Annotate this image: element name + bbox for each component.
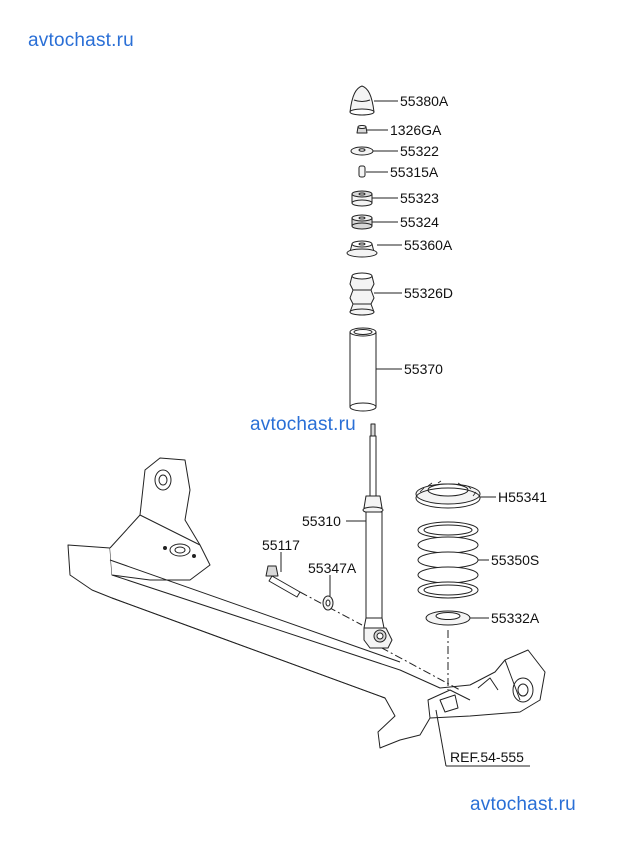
part-55332A-shape xyxy=(425,610,471,626)
label-H55341[interactable]: H55341 xyxy=(498,489,548,505)
reference-link[interactable]: REF.54-555 xyxy=(450,749,524,765)
label-55322[interactable]: 55322 xyxy=(400,143,439,159)
label-55370[interactable]: 55370 xyxy=(404,361,443,377)
part-55323-shape xyxy=(351,190,373,207)
part-55347A-shape xyxy=(322,595,334,611)
part-55326D-shape xyxy=(349,272,375,316)
part-55322-shape xyxy=(350,146,374,156)
leader-lines xyxy=(280,100,530,767)
part-55380A-shape xyxy=(349,85,375,116)
watermark-bottom-right: avtochast.ru xyxy=(470,794,576,815)
watermark-top-left: avtochast.ru xyxy=(28,30,134,51)
part-55370-shape xyxy=(349,327,377,412)
part-55117-shape xyxy=(265,565,301,598)
part-H55341-shape xyxy=(415,480,481,509)
label-55360A[interactable]: 55360A xyxy=(404,237,453,253)
label-55332A[interactable]: 55332A xyxy=(491,610,540,626)
label-55117[interactable]: 55117 xyxy=(262,537,300,553)
label-55315A[interactable]: 55315A xyxy=(390,164,439,180)
part-55360A-shape xyxy=(346,240,378,258)
watermark-center: avtochast.ru xyxy=(250,414,356,435)
part-1326GA-shape xyxy=(356,125,368,134)
label-55310[interactable]: 55310 xyxy=(302,513,341,529)
label-55380A[interactable]: 55380A xyxy=(400,93,449,109)
label-55326D[interactable]: 55326D xyxy=(404,285,454,301)
part-55315A-shape xyxy=(358,165,366,178)
label-55323[interactable]: 55323 xyxy=(400,190,439,206)
rear-axle-beam xyxy=(67,457,546,749)
label-55324[interactable]: 55324 xyxy=(400,214,439,230)
label-55347A[interactable]: 55347A xyxy=(308,560,357,576)
part-55324-shape xyxy=(351,214,373,230)
label-55350S[interactable]: 55350S xyxy=(491,552,540,568)
part-55310-shape xyxy=(362,423,393,649)
part-55350S-shape xyxy=(417,521,479,599)
label-1326GA[interactable]: 1326GA xyxy=(390,122,442,138)
